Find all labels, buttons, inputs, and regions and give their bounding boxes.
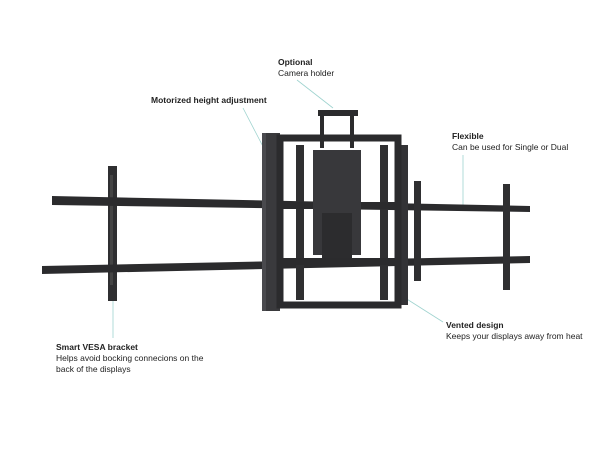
callout-flexible-title: Flexible: [452, 131, 484, 141]
callout-motorized: Motorized height adjustment: [151, 95, 267, 106]
callout-optional: Optional Camera holder: [278, 57, 334, 79]
callout-optional-desc: Camera holder: [278, 68, 335, 78]
callout-flexible: Flexible Can be used for Single or Dual: [452, 131, 568, 153]
callout-flexible-desc: Can be used for Single or Dual: [452, 142, 569, 152]
leader-line-vented: [401, 295, 444, 323]
main-frame: [276, 134, 402, 309]
vesa-bracket-left-slot: [110, 175, 113, 285]
camera-holder: [318, 110, 358, 116]
callout-vesa-title: Smart VESA bracket: [56, 342, 138, 352]
callout-motorized-title: Motorized height adjustment: [151, 95, 267, 105]
callout-vented: Vented design Keeps your displays away f…: [446, 320, 583, 342]
callout-vesa: Smart VESA bracket Helps avoid bocking c…: [56, 342, 216, 375]
frame-right-post: [398, 145, 408, 305]
vesa-bracket-right-inner: [414, 181, 421, 281]
callout-vented-desc: Keeps your displays away from heat: [446, 331, 583, 341]
callout-vented-title: Vented design: [446, 320, 504, 330]
motor-column: [262, 133, 280, 311]
callout-vesa-desc: Helps avoid bocking connecions on the ba…: [56, 353, 204, 374]
leader-line-optional: [296, 79, 334, 109]
callout-optional-title: Optional: [278, 57, 313, 67]
vesa-bracket-right-outer: [503, 184, 510, 290]
